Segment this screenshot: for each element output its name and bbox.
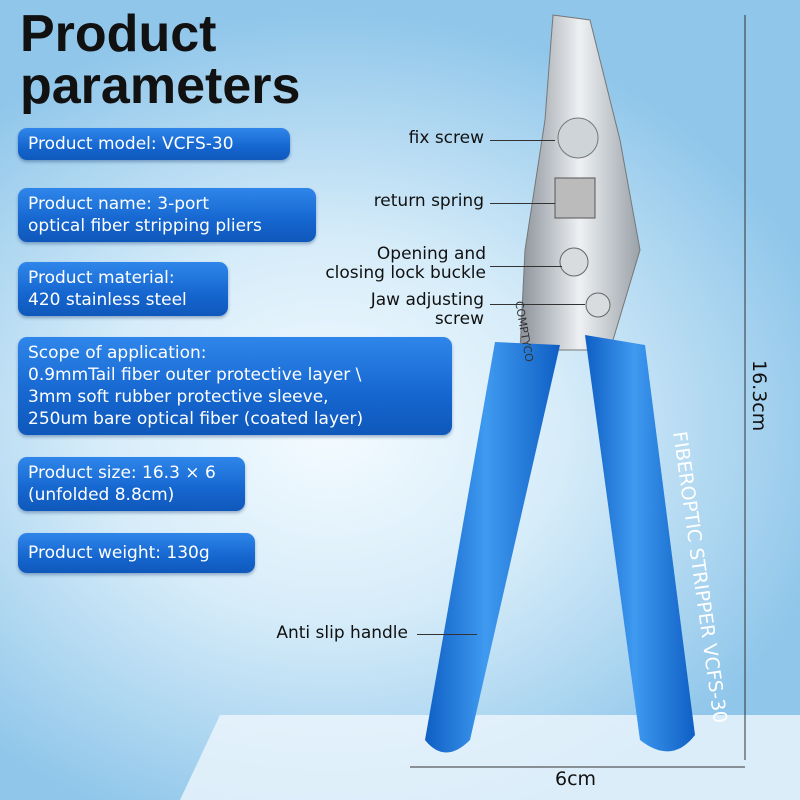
annotation-handle: Anti slip handle xyxy=(276,623,408,643)
jaw-adjust-screw-icon xyxy=(585,292,611,318)
floor-plane xyxy=(180,715,800,800)
spec-name: Product name: 3-port optical fiber strip… xyxy=(18,188,316,242)
height-label: 16.3cm xyxy=(748,360,770,432)
spec-scope: Scope of application: 0.9mmTail fiber ou… xyxy=(18,337,452,435)
annotation-jaw-screw: Jaw adjusting screw xyxy=(370,290,484,329)
width-label: 6cm xyxy=(555,768,597,790)
spec-size: Product size: 16.3 × 6 (unfolded 8.8cm) xyxy=(18,457,245,511)
return-spring-icon xyxy=(554,177,596,219)
annotation-fix-screw: fix screw xyxy=(408,128,484,148)
annotation-return-spring: return spring xyxy=(373,191,484,211)
right-handle xyxy=(585,335,695,752)
spec-weight: Product weight: 130g xyxy=(18,533,255,573)
fix-screw-icon xyxy=(557,117,599,159)
page-title: Product parameters xyxy=(20,5,301,115)
annotation-lock-buckle: Opening and closing lock buckle xyxy=(325,244,486,283)
lock-buckle-icon xyxy=(559,247,589,277)
spec-material: Product material: 420 stainless steel xyxy=(18,262,228,316)
left-handle xyxy=(425,342,560,753)
spec-model: Product model: VCFS-30 xyxy=(18,128,290,160)
